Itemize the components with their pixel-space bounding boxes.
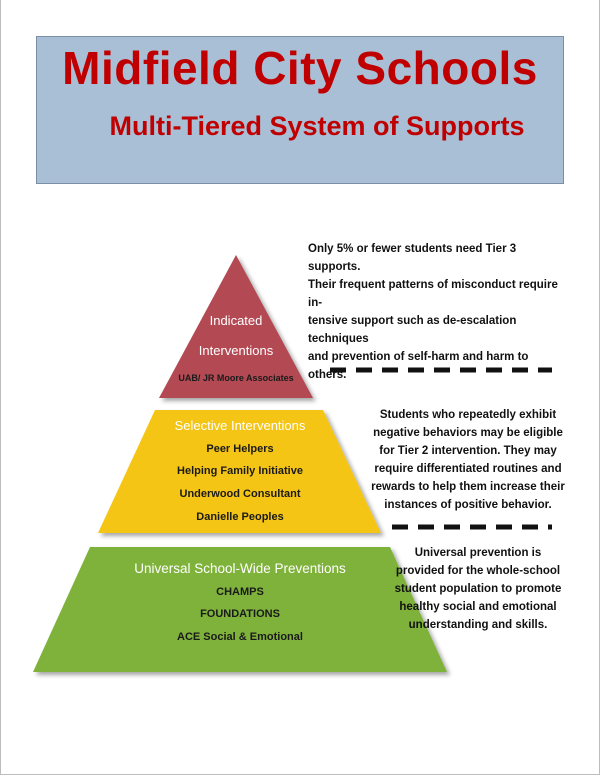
note-line: Students who repeatedly exhibit — [379, 409, 557, 421]
note-line: healthy social and emotional — [399, 601, 557, 613]
tier1-shape — [33, 547, 447, 672]
tier1-description: Universal prevention is provided for the… — [388, 544, 568, 634]
note-line: provided for the whole-school — [395, 565, 561, 577]
note-line: require differentiated routines and — [374, 463, 562, 475]
note-line: instances of positive behavior. — [384, 499, 552, 511]
tier1-item: CHAMPS — [216, 586, 264, 598]
tier3-shape — [159, 255, 313, 398]
note-line: for Tier 2 intervention. They may — [379, 445, 557, 457]
tier3-description: Only 5% or fewer students need Tier 3 su… — [308, 240, 564, 384]
tier3-item: UAB/ JR Moore Associates — [178, 373, 294, 383]
note-line: rewards to help them increase their — [371, 481, 565, 493]
note-line: Universal prevention is — [414, 547, 542, 559]
tier3-title-line2: Interventions — [198, 343, 274, 358]
tier2-item: Danielle Peoples — [196, 511, 284, 523]
tier1-item: FOUNDATIONS — [200, 608, 280, 620]
page-title: Midfield City Schools — [62, 42, 538, 94]
note-line: student population to promote — [394, 583, 562, 595]
header-banner: Midfield City Schools Multi-Tiered Syste… — [36, 36, 564, 184]
tier2-title: Selective Interventions — [174, 418, 306, 433]
tier2-item: Underwood Consultant — [179, 488, 301, 500]
tier1-item: ACE Social & Emotional — [177, 631, 303, 643]
tier2-item: Peer Helpers — [206, 443, 274, 455]
note-line: and prevention of self-harm and harm to … — [308, 351, 529, 381]
note-line: understanding and skills. — [408, 619, 548, 631]
tier2-description: Students who repeatedly exhibit negative… — [358, 406, 578, 514]
tier3-title-line1: Indicated — [209, 313, 263, 328]
tier2-item: Helping Family Initiative — [177, 465, 303, 477]
note-line: tensive support such as de-escalation te… — [308, 315, 517, 345]
page-subtitle: Multi-Tiered System of Supports — [109, 111, 525, 141]
note-line: Only 5% or fewer students need Tier 3 su… — [308, 243, 517, 273]
note-line: negative behaviors may be eligible — [373, 427, 563, 439]
note-line: Their frequent patterns of misconduct re… — [308, 279, 558, 309]
tier2-shape — [98, 410, 381, 533]
tier1-title: Universal School-Wide Preventions — [134, 561, 346, 576]
